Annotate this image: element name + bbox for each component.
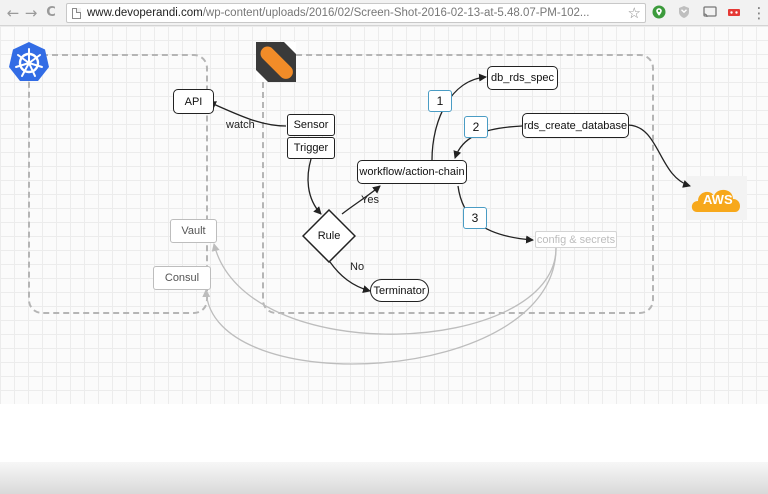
cast-icon[interactable] [703,5,717,19]
terminator-node[interactable]: Terminator [370,279,429,302]
step-badge-3: 3 [463,207,487,229]
edge-config-consul [202,247,557,365]
diagram-connectors [202,73,691,365]
sensor-node[interactable]: Sensor [287,114,335,136]
edge-rule-terminator [329,261,371,293]
edge-sensor-api [208,101,287,127]
edge-config-vault [211,243,557,335]
rds-create-database-node[interactable]: rds_create_database [522,113,629,138]
stackstorm-logo-icon [256,42,296,82]
edge-rule-workflow [341,185,381,215]
address-bar[interactable]: www.devoperandi.com/wp-content/uploads/2… [66,3,646,23]
reload-icon[interactable]: C [46,5,56,20]
step-badge-1: 1 [428,90,452,112]
url-path: /wp-content/uploads/2016/02/Screen-Shot-… [202,7,590,19]
address-url[interactable]: www.devoperandi.com/wp-content/uploads/2… [87,7,589,19]
consul-node[interactable]: Consul [153,266,211,290]
step-badge-2: 2 [464,116,488,138]
page-footer-bar [0,462,768,494]
config-secrets-node[interactable]: config & secrets [535,231,617,248]
yes-edge-label: Yes [361,194,379,206]
menu-icon[interactable]: ⋮ [751,4,767,22]
page-viewport: AWS Rule API [0,26,768,494]
bookmark-star-icon[interactable]: ☆ [627,4,641,22]
watch-edge-label: watch [226,119,255,131]
url-host: www.devoperandi.com [87,7,203,19]
no-edge-label: No [350,261,365,273]
extension-icon[interactable] [727,5,741,19]
workflow-node[interactable]: workflow/action-chain [357,160,467,184]
browser-toolbar: ← → C www.devoperandi.com/wp-content/upl… [0,0,768,26]
shield-icon[interactable] [677,5,691,19]
edge-rdscreate-aws [627,124,691,188]
aws-cloud-icon [687,176,747,220]
vault-node[interactable]: Vault [170,219,217,243]
trigger-node[interactable]: Trigger [287,137,335,159]
rule-node[interactable]: Rule [317,230,341,242]
location-pin-icon[interactable] [652,5,666,19]
diagram-canvas [0,26,768,404]
api-node[interactable]: API [173,89,214,114]
edge-trigger-rule [307,158,322,215]
rule-diamond-shape [302,209,356,263]
kubernetes-logo-icon [9,42,49,81]
db-rds-spec-node[interactable]: db_rds_spec [487,66,558,90]
back-icon[interactable]: ← [6,4,20,22]
page-icon [72,8,81,19]
forward-icon[interactable]: → [24,4,38,22]
kubernetes-boundary [28,54,208,314]
aws-label: AWS [703,192,733,207]
stackstorm-boundary [262,54,654,314]
